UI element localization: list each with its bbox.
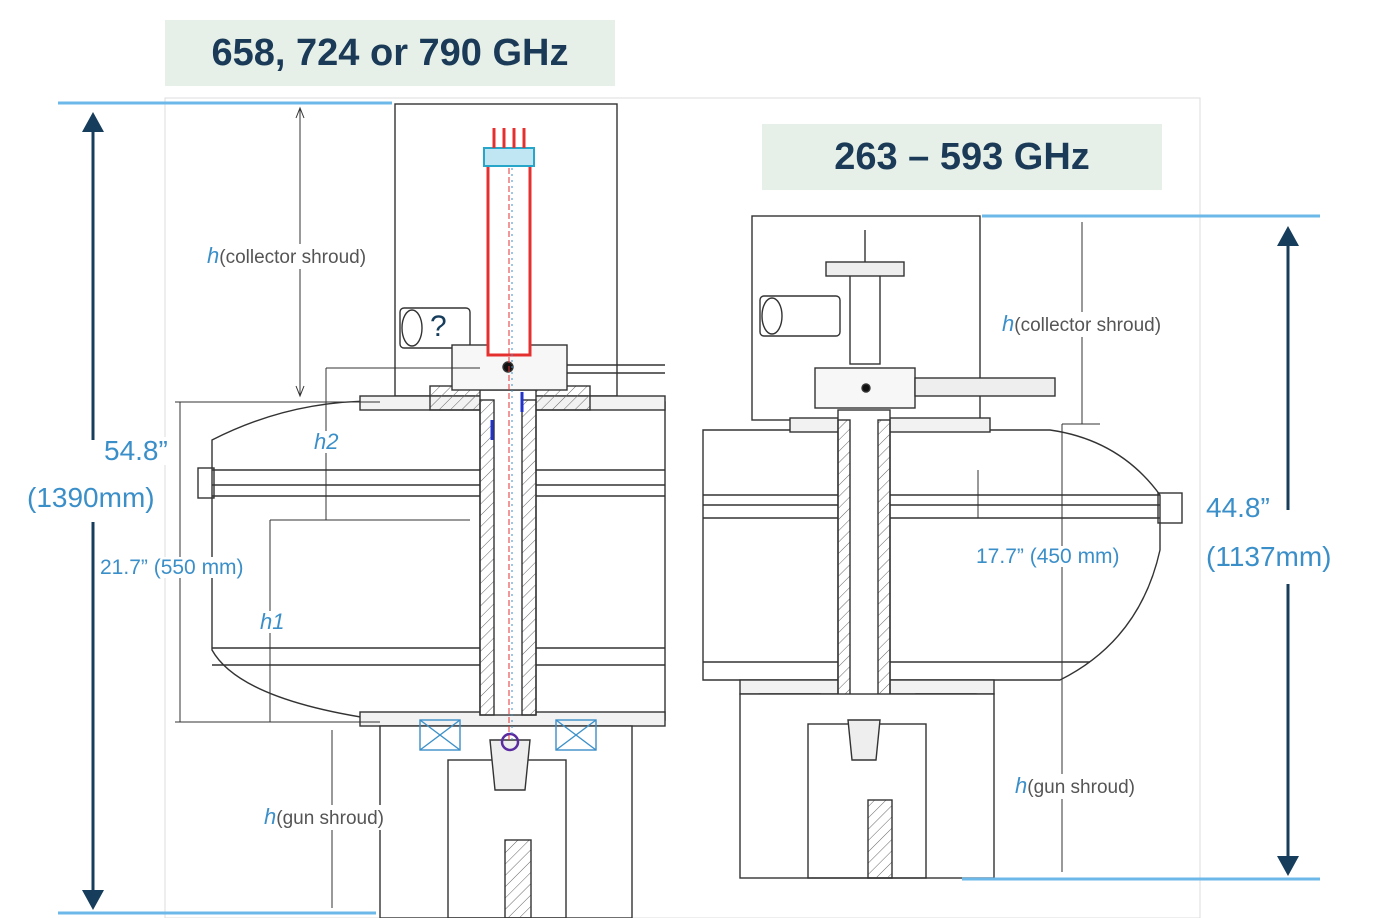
- left-unknown-mark: ?: [430, 310, 447, 343]
- right-collector-h-symbol: h: [1002, 311, 1015, 336]
- right-gyrotron-drawing: [702, 215, 1183, 879]
- right-arrow-down-head: [1277, 856, 1299, 876]
- frame-border: [164, 97, 1201, 918]
- right-gun-h-symbol: h: [1015, 773, 1028, 798]
- left-gun-shroud-label: h(gun shroud): [264, 804, 384, 830]
- right-collector-shroud-text: (collector shroud): [1014, 315, 1162, 336]
- right-arrow-up-head: [1277, 226, 1299, 246]
- right-inner-dimension: 17.7” (450 mm): [976, 545, 1120, 568]
- right-frequency-title: 263 – 593 GHz: [762, 124, 1162, 190]
- right-height-inches: 44.8”: [1206, 492, 1270, 523]
- left-arrow-down-head: [82, 890, 104, 910]
- left-gun-shroud-text: (gun shroud): [276, 808, 384, 829]
- right-gun-shroud-label: h(gun shroud): [1015, 773, 1135, 799]
- left-gyrotron-drawing: [197, 103, 666, 918]
- left-h1-label: h1: [260, 609, 285, 634]
- left-collector-h-symbol: h: [207, 243, 220, 268]
- left-inner-dimension: 21.7” (550 mm): [100, 556, 244, 579]
- left-frequency-title: 658, 724 or 790 GHz: [165, 20, 615, 86]
- right-dimension-lines: [962, 214, 1320, 881]
- left-arrow-up-head: [82, 112, 104, 132]
- left-h2-label: h2: [314, 429, 339, 454]
- left-frequency-title-text: 658, 724 or 790 GHz: [211, 31, 569, 74]
- left-collector-shroud-label: h(collector shroud): [207, 243, 367, 269]
- right-collector-shroud-label: h(collector shroud): [1002, 311, 1162, 337]
- left-height-inches: 54.8”: [104, 435, 168, 466]
- left-collector-shroud-text: (collector shroud): [219, 247, 367, 268]
- left-gun-h-symbol: h: [264, 804, 277, 829]
- right-height-mm: (1137mm): [1206, 541, 1332, 572]
- left-height-mm: (1390mm): [27, 482, 155, 513]
- right-gun-shroud-text: (gun shroud): [1027, 777, 1135, 798]
- right-frequency-title-text: 263 – 593 GHz: [834, 135, 1090, 178]
